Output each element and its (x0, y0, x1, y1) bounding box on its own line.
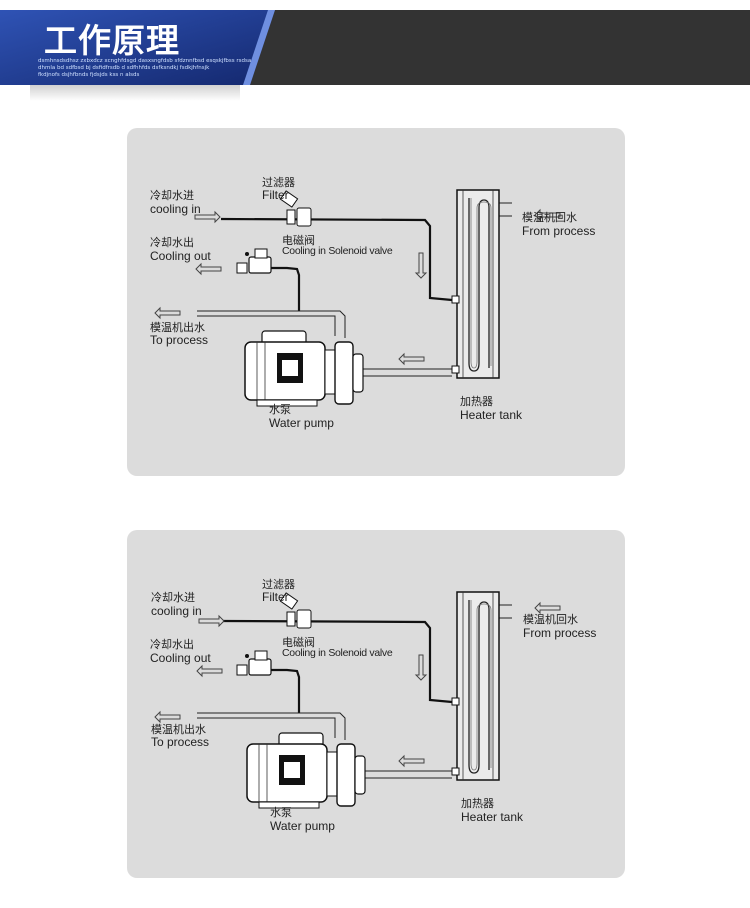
header-subtitle-line: dhmla bd sdfbsd bj dsfidfrsdb d sdfhhfds… (38, 65, 210, 71)
pump-label-en: Water pump (270, 819, 335, 833)
arrow-down (414, 252, 428, 279)
heater-label-cn: 加热器 (460, 395, 493, 408)
process-pipes (197, 604, 512, 779)
arrow-to-process (154, 710, 181, 724)
cooling-in-label-en: cooling in (150, 202, 201, 216)
filter-icon (279, 190, 312, 227)
page-title: 工作原理 (44, 21, 180, 60)
cooling-out-label-cn: 冷却水出 (150, 637, 194, 651)
header-blue-banner (0, 10, 275, 85)
arrow-from-process (534, 208, 561, 222)
arrow-cooling-in (194, 210, 221, 224)
header-subtitle-line: dsmhnsdsdhsz zxbxdcz xcnghfdsgd dasxsngf… (38, 58, 252, 64)
heater-label-en: Heater tank (461, 810, 524, 824)
pump-label-cn: 水泵 (269, 403, 291, 416)
cooling-in-label-cn: 冷却水进 (151, 591, 195, 604)
heater-tank (451, 189, 500, 379)
arrow-cooling-in (198, 614, 225, 628)
diagram-panel-2: 过滤器 Filter 冷却水进 cooling in 冷却水出 Cooling … (127, 530, 625, 878)
filter-label-cn: 过滤器 (262, 176, 295, 189)
to-process-label-en: To process (151, 735, 209, 749)
to-process-label-cn: 模温机出水 (150, 320, 205, 334)
to-process-label-cn: 模温机出水 (151, 722, 206, 736)
from-process-label-en: From process (522, 224, 595, 238)
to-process-label-en: To process (150, 333, 208, 347)
cooling-out-label-en: Cooling out (150, 651, 211, 665)
cooling-in-label-en: cooling in (151, 604, 202, 618)
filter-icon (279, 592, 312, 629)
heater-label-cn: 加热器 (461, 797, 494, 810)
working-principle-diagram-1: 过滤器 Filter 冷却水进 cooling in 冷却水出 Cooling … (150, 176, 595, 430)
solenoid-label-cn: 电磁阀 (282, 635, 315, 649)
flow-arrows (154, 601, 561, 768)
process-pipes (197, 202, 512, 377)
cooling-in-label-cn: 冷却水进 (150, 189, 194, 202)
from-process-label-en: From process (523, 626, 596, 640)
pump-label-en: Water pump (269, 416, 334, 430)
pipe-network (220, 217, 453, 311)
cooling-out-label-en: Cooling out (150, 249, 211, 263)
from-process-label-cn: 模温机回水 (522, 210, 577, 224)
water-pump-icon (244, 330, 364, 407)
water-pump-icon (246, 732, 366, 809)
flow-arrows (154, 208, 561, 366)
arrow-return (398, 754, 425, 768)
arrow-return (398, 352, 425, 366)
working-principle-diagram-2: 过滤器 Filter 冷却水进 cooling in 冷却水出 Cooling … (150, 578, 596, 833)
filter-label-cn: 过滤器 (262, 578, 295, 591)
arrow-cooling-out (195, 262, 222, 276)
arrow-from-process (534, 601, 561, 615)
pipe-network (222, 619, 453, 713)
pump-label-cn: 水泵 (270, 806, 292, 819)
solenoid-label-cn: 电磁阀 (282, 233, 315, 247)
heater-tank (451, 591, 500, 781)
arrow-cooling-out (196, 664, 223, 678)
cooling-out-label-cn: 冷却水出 (150, 235, 194, 249)
diagram-panel-1: 过滤器 Filter 冷却水进 cooling in 冷却水出 Cooling … (127, 128, 625, 476)
filter-label-en: Filter (262, 188, 289, 202)
arrow-to-process (154, 306, 181, 320)
from-process-label-cn: 模温机回水 (523, 612, 578, 626)
header-subtitle-line: fkdjnofs dsjhfbnds fjdsjds kss n alsds (38, 72, 140, 78)
solenoid-valve-icon (236, 248, 272, 274)
header-shadow (30, 85, 240, 101)
filter-label-en: Filter (262, 590, 289, 604)
heater-label-en: Heater tank (460, 408, 523, 422)
arrow-down (414, 654, 428, 681)
solenoid-label-en: Cooling in Solenoid valve (282, 647, 393, 659)
solenoid-label-en: Cooling in Solenoid valve (282, 245, 393, 257)
solenoid-valve-icon (236, 650, 272, 676)
